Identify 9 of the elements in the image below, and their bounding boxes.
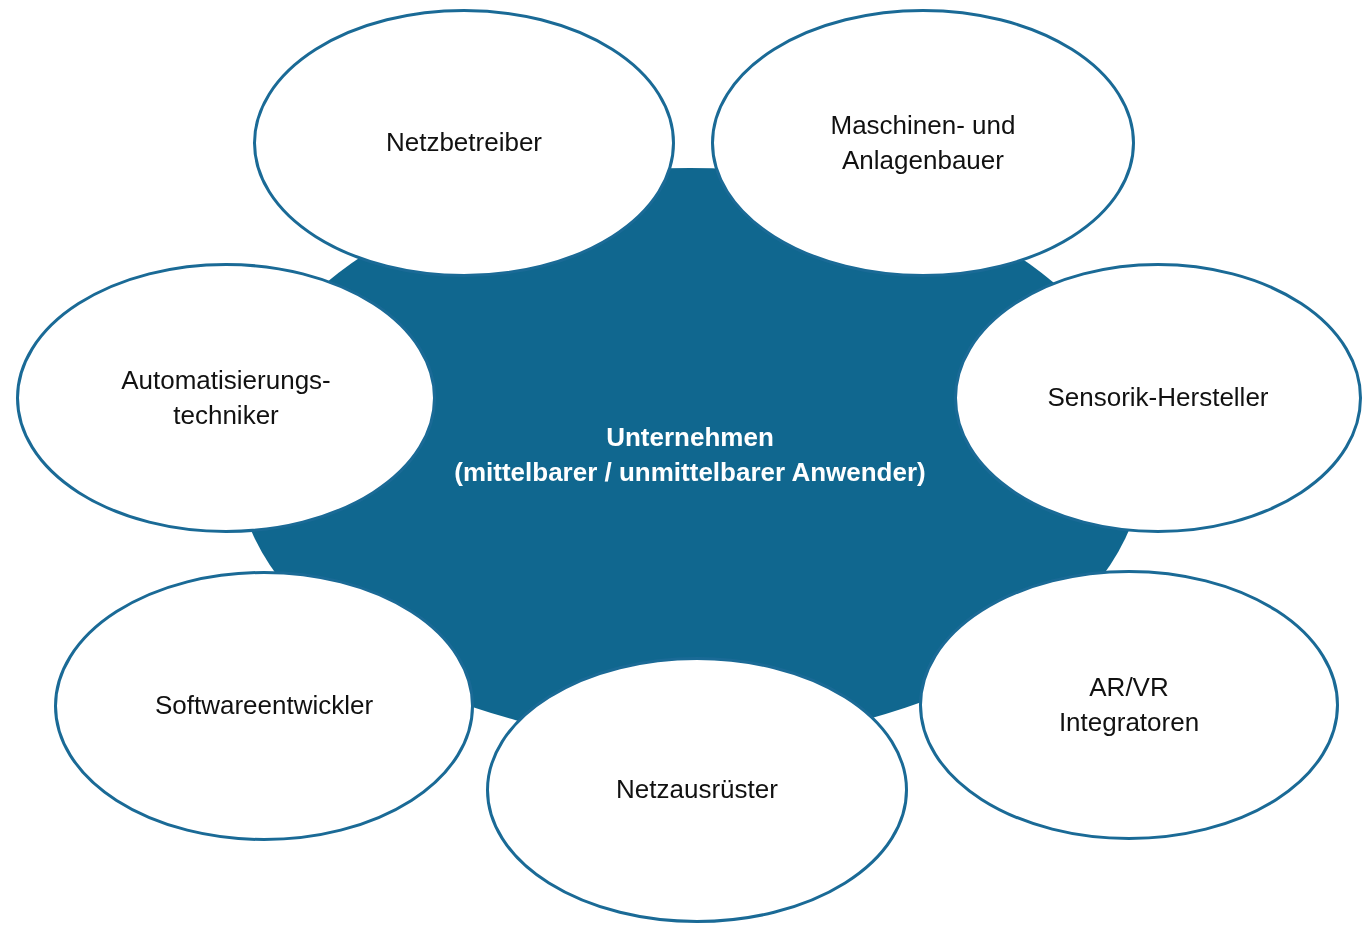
node-label: Automatisierungs- techniker	[120, 363, 332, 432]
center-heading: Unternehmen	[606, 420, 774, 454]
node-label: AR/VR Integratoren	[1057, 670, 1201, 739]
center-subheading: (mittelbarer / unmittelbarer Anwender)	[454, 456, 926, 489]
node-label: Netzbetreiber	[385, 126, 543, 160]
node-label: Sensorik-Hersteller	[1047, 381, 1269, 415]
node-label: Netzausrüster	[616, 773, 778, 807]
node-label: Softwareentwickler	[154, 689, 374, 723]
node-label: Maschinen- und Anlagenbauer	[829, 108, 1017, 177]
